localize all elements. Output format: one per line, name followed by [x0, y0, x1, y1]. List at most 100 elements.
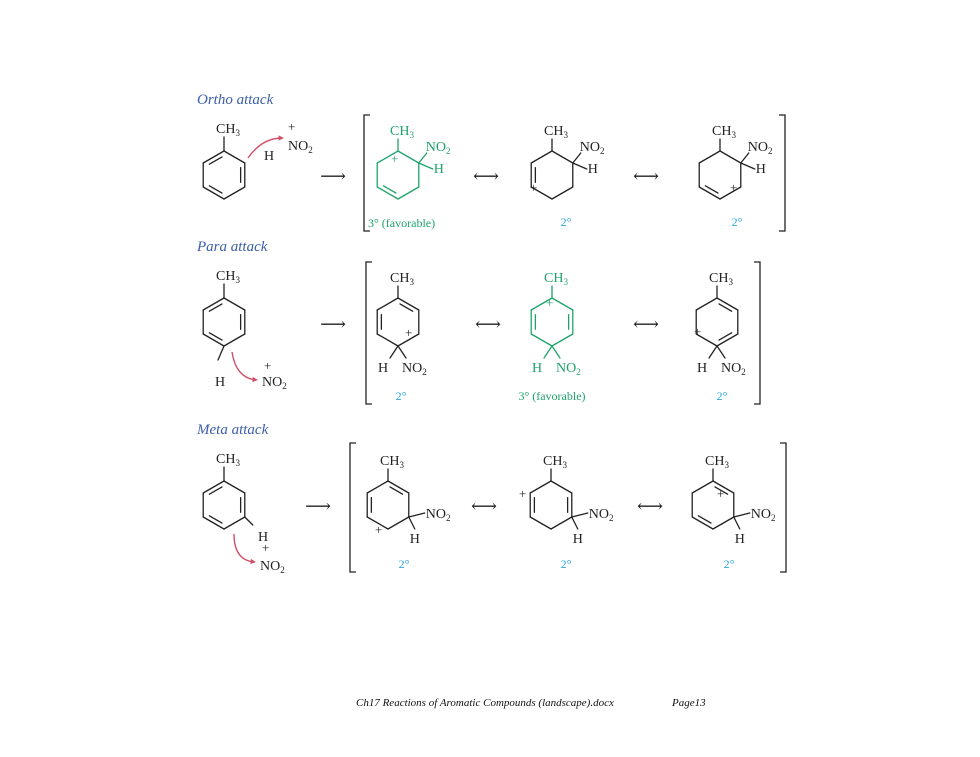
- hydrogen-label: H: [697, 361, 707, 376]
- nitro-group-label: NO2: [260, 559, 285, 575]
- ring-bond: [223, 333, 246, 347]
- positive-charge: +: [288, 119, 295, 134]
- ring-bond: [551, 186, 574, 200]
- ring-bond: [691, 516, 714, 530]
- curved-arrow: [231, 351, 257, 381]
- resonance-arrow: ⟷: [475, 314, 501, 334]
- ring-bond: [529, 516, 552, 530]
- ring-bond: [376, 186, 399, 200]
- carbocation-degree-label: 2°: [561, 557, 572, 571]
- bond: [571, 512, 589, 518]
- hydrogen-label: H: [573, 532, 583, 547]
- nitro-group-label: NO2: [402, 361, 427, 377]
- bond: [733, 512, 751, 518]
- ring-bond: [397, 186, 420, 200]
- hydrogen-label: H: [410, 532, 420, 547]
- curved-arrow: [233, 533, 255, 563]
- ring-bond: [366, 516, 389, 530]
- ring-bond: [530, 297, 553, 311]
- ring-bond: [223, 186, 246, 200]
- ring-bond: [550, 516, 573, 530]
- sigma-complex-1: [376, 150, 420, 200]
- ring-bond: [376, 297, 399, 311]
- ring-bond: [397, 333, 420, 347]
- methyl-group-label: CH3: [390, 124, 414, 140]
- bond: [389, 345, 399, 359]
- ring-bond: [223, 297, 246, 311]
- hydrogen-label: H: [735, 532, 745, 547]
- ring-bond: [716, 333, 739, 347]
- resonance-arrow: ⟷: [473, 166, 499, 186]
- nitro-group-label: NO2: [556, 361, 581, 377]
- reaction-arrow: ⟶: [320, 314, 346, 334]
- ring-bond: [695, 333, 718, 347]
- ring-bond: [551, 333, 574, 347]
- ring-bond: [530, 333, 553, 347]
- ring-bond: [712, 516, 735, 530]
- ring-bond: [223, 480, 246, 494]
- double-bond: [697, 515, 712, 524]
- methyl-group-label: CH3: [712, 124, 736, 140]
- positive-charge: +: [694, 324, 701, 339]
- ring-bond: [698, 186, 721, 200]
- ring-bond: [202, 516, 225, 530]
- resonance-arrow: ⟷: [637, 496, 663, 516]
- positive-charge: +: [375, 522, 382, 537]
- sigma-complex-2: [529, 480, 573, 530]
- bond: [551, 345, 561, 359]
- carbocation-degree-label: 2°: [732, 215, 743, 229]
- toluene-ring: [202, 297, 246, 347]
- resonance-arrow: ⟷: [633, 166, 659, 186]
- double-bond: [704, 185, 719, 194]
- nitro-group-label: NO2: [721, 361, 746, 377]
- bond: [408, 512, 426, 518]
- positive-charge: +: [730, 180, 737, 195]
- double-bond: [399, 303, 414, 312]
- curved-arrow-head: [250, 558, 256, 565]
- double-bond: [208, 515, 223, 524]
- left-bracket: [349, 442, 356, 573]
- footer-filename: Ch17 Reactions of Aromatic Compounds (la…: [356, 697, 614, 709]
- double-bond: [208, 303, 223, 312]
- ring-bond: [366, 480, 389, 494]
- nitro-group-label: NO2: [589, 507, 614, 523]
- right-bracket: [779, 114, 786, 232]
- right-bracket: [780, 442, 787, 573]
- left-bracket: [365, 261, 372, 405]
- bond: [418, 162, 434, 170]
- carbocation-degree-label: 2°: [396, 389, 407, 403]
- footer-page-number: Page13: [672, 697, 706, 709]
- carbocation-degree-label: 2°: [724, 557, 735, 571]
- nitro-group-label: NO2: [751, 507, 776, 523]
- nitro-group-label: NO2: [262, 375, 287, 391]
- ring-bond: [698, 150, 721, 164]
- methyl-group-label: CH3: [216, 452, 240, 468]
- ring-bond: [719, 150, 742, 164]
- ring-bond: [695, 297, 718, 311]
- bond: [740, 162, 756, 170]
- curved-arrow-head: [278, 135, 284, 141]
- ring-bond: [550, 480, 573, 494]
- curved-arrow-head: [252, 376, 258, 383]
- sigma-complex-2: [530, 297, 574, 347]
- bond: [716, 345, 726, 359]
- ring-bond: [529, 480, 552, 494]
- double-bond: [718, 332, 733, 341]
- ring-bond: [202, 297, 225, 311]
- methyl-group-label: CH3: [390, 271, 414, 287]
- sigma-complex-3: [695, 297, 739, 347]
- ring-bond: [397, 150, 420, 164]
- positive-charge: +: [262, 540, 269, 555]
- bond: [572, 152, 582, 164]
- bond: [397, 345, 407, 359]
- toluene-ring: [202, 150, 246, 200]
- carbocation-degree-label: 2°: [717, 389, 728, 403]
- reaction-arrow: ⟶: [305, 496, 331, 516]
- ring-bond: [223, 150, 246, 164]
- reaction-arrow: ⟶: [320, 166, 346, 186]
- bond: [708, 345, 718, 359]
- methyl-group-label: CH3: [216, 269, 240, 285]
- hydrogen-label: H: [264, 149, 274, 164]
- double-bond: [389, 486, 404, 495]
